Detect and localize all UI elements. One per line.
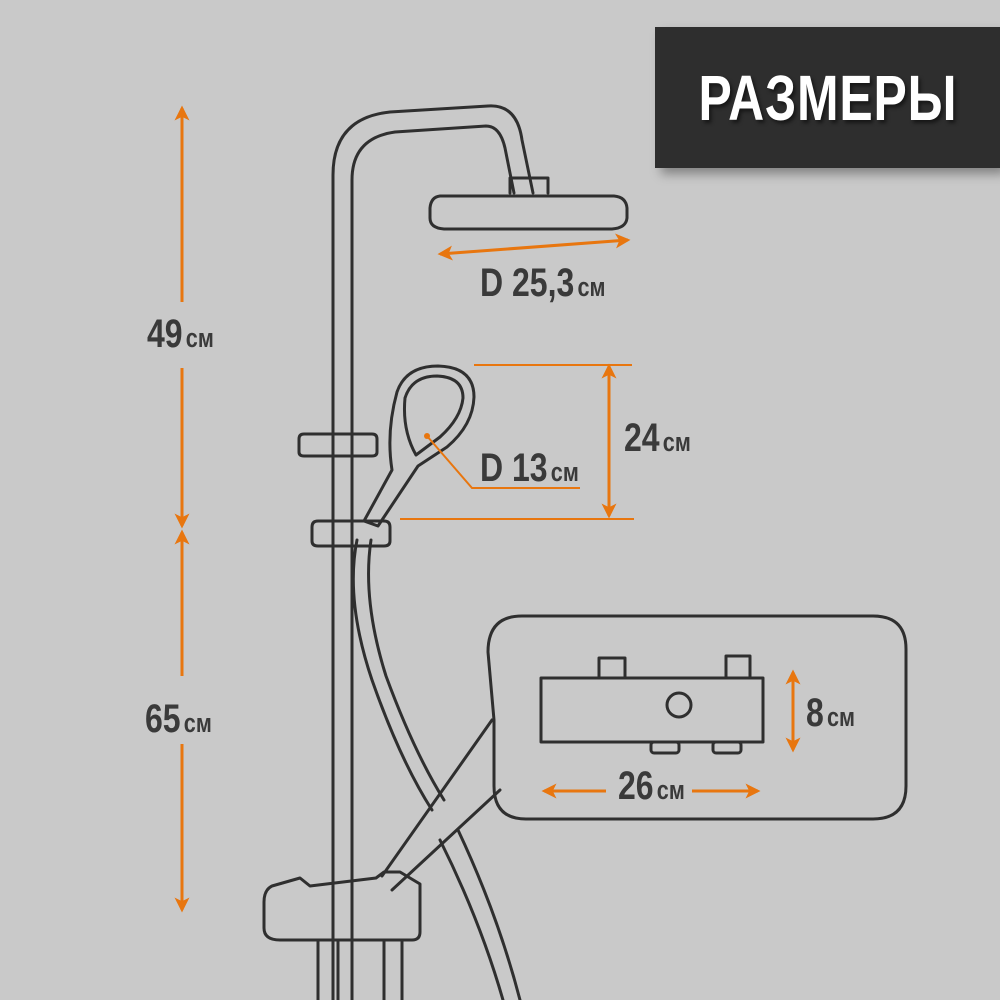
riser-pipe [331, 104, 535, 1000]
hose [351, 538, 434, 812]
hand-diameter-leader-dot [424, 433, 430, 439]
upper-bracket [297, 432, 379, 458]
mixer-pipes [316, 938, 404, 1000]
valve-height-value: 8 [806, 691, 824, 735]
hand-diameter-value: D 13 [480, 446, 548, 490]
upper-height-unit: см [185, 323, 214, 353]
mixer-detail-body [539, 676, 765, 744]
valve-width-value: 26 [618, 764, 654, 808]
valve-height-unit: см [827, 702, 855, 732]
riser-pipe-inner [350, 124, 516, 1000]
lower-height-value: 65 [145, 697, 181, 741]
shower-head [428, 194, 629, 231]
mixer-body [262, 870, 422, 942]
valve-width-unit: см [656, 775, 685, 805]
upper-height-value: 49 [147, 312, 183, 356]
hose-inner [367, 538, 446, 802]
mixer-detail-outlet-left [649, 740, 681, 755]
mixer-detail-inlet-right [724, 654, 752, 680]
hand-shower [362, 364, 476, 528]
mixer-detail-knob [665, 691, 693, 719]
head-diameter-arrow [437, 233, 631, 261]
page-title: РАЗМЕРЫ [698, 61, 957, 134]
zoom-panel [486, 614, 908, 821]
holder-bracket [310, 519, 392, 548]
hand-diameter-unit: см [550, 457, 579, 487]
head-diameter-unit: см [577, 272, 606, 302]
hand-shower-face [403, 374, 465, 457]
head-diameter-value: D 25,3 [480, 261, 575, 305]
hand-height-value: 24 [624, 416, 660, 460]
mixer-detail-inlet-left [597, 656, 627, 680]
head-neck [508, 176, 550, 195]
hose-lower-inner [456, 828, 522, 1000]
hose-lower [438, 838, 505, 1000]
hand-height-unit: см [662, 427, 691, 457]
mixer-detail-outlet-right [711, 740, 743, 755]
hand-diameter-leader [426, 435, 580, 489]
lower-height-unit: см [183, 708, 212, 738]
title-banner: РАЗМЕРЫ [655, 27, 1000, 168]
callout-pointer [380, 718, 502, 892]
